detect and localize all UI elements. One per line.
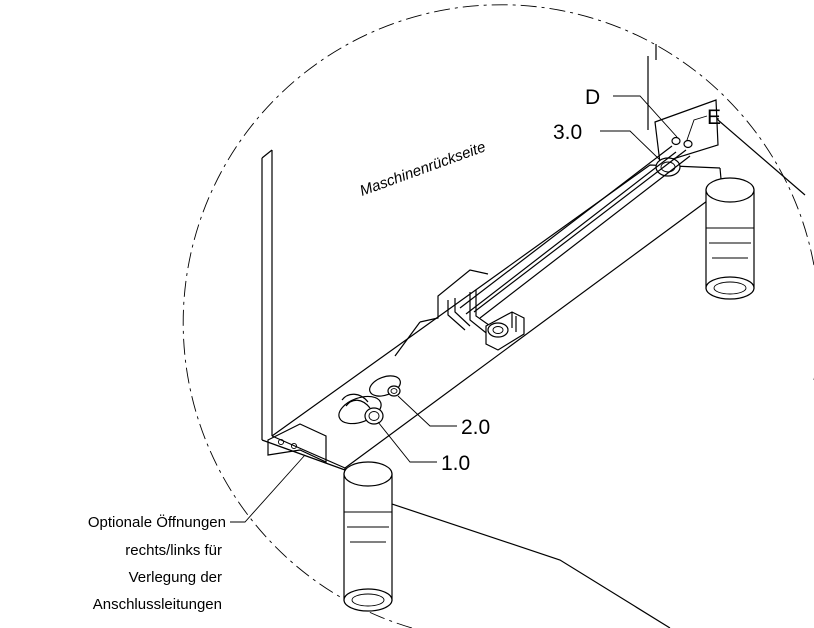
callout-2-0: 2.0 [461,416,490,439]
callout-d: D [585,86,600,109]
foot-left [343,461,393,612]
pipe-bundle [447,145,691,337]
note-line-1: Optionale Öffnungen [88,513,226,531]
machine-back-label: Maschinenrückseite [358,138,488,199]
machine-housing-right [647,44,806,196]
callout-1-0: 1.0 [441,452,470,475]
detail-circle [182,4,814,628]
optional-openings-note: Optionale Öffnungen rechts/links für Ver… [88,513,226,613]
callout-3-0: 3.0 [553,121,582,144]
side-opening-plate [267,423,327,463]
machine-back-wall [261,149,273,440]
floor-opening-2-0 [369,375,401,397]
callout-e: E [707,106,721,129]
floor-opening-1-0 [338,393,384,425]
valve-assembly [485,311,525,351]
note-line-2: rechts/links für [125,542,222,559]
note-line-4: Anschlussleitungen [93,596,222,613]
note-line-3: Verlegung der [129,569,222,586]
base-frame [261,164,723,628]
connection-plate [654,99,719,164]
leader-lines [230,95,708,523]
foot-right [705,177,755,300]
